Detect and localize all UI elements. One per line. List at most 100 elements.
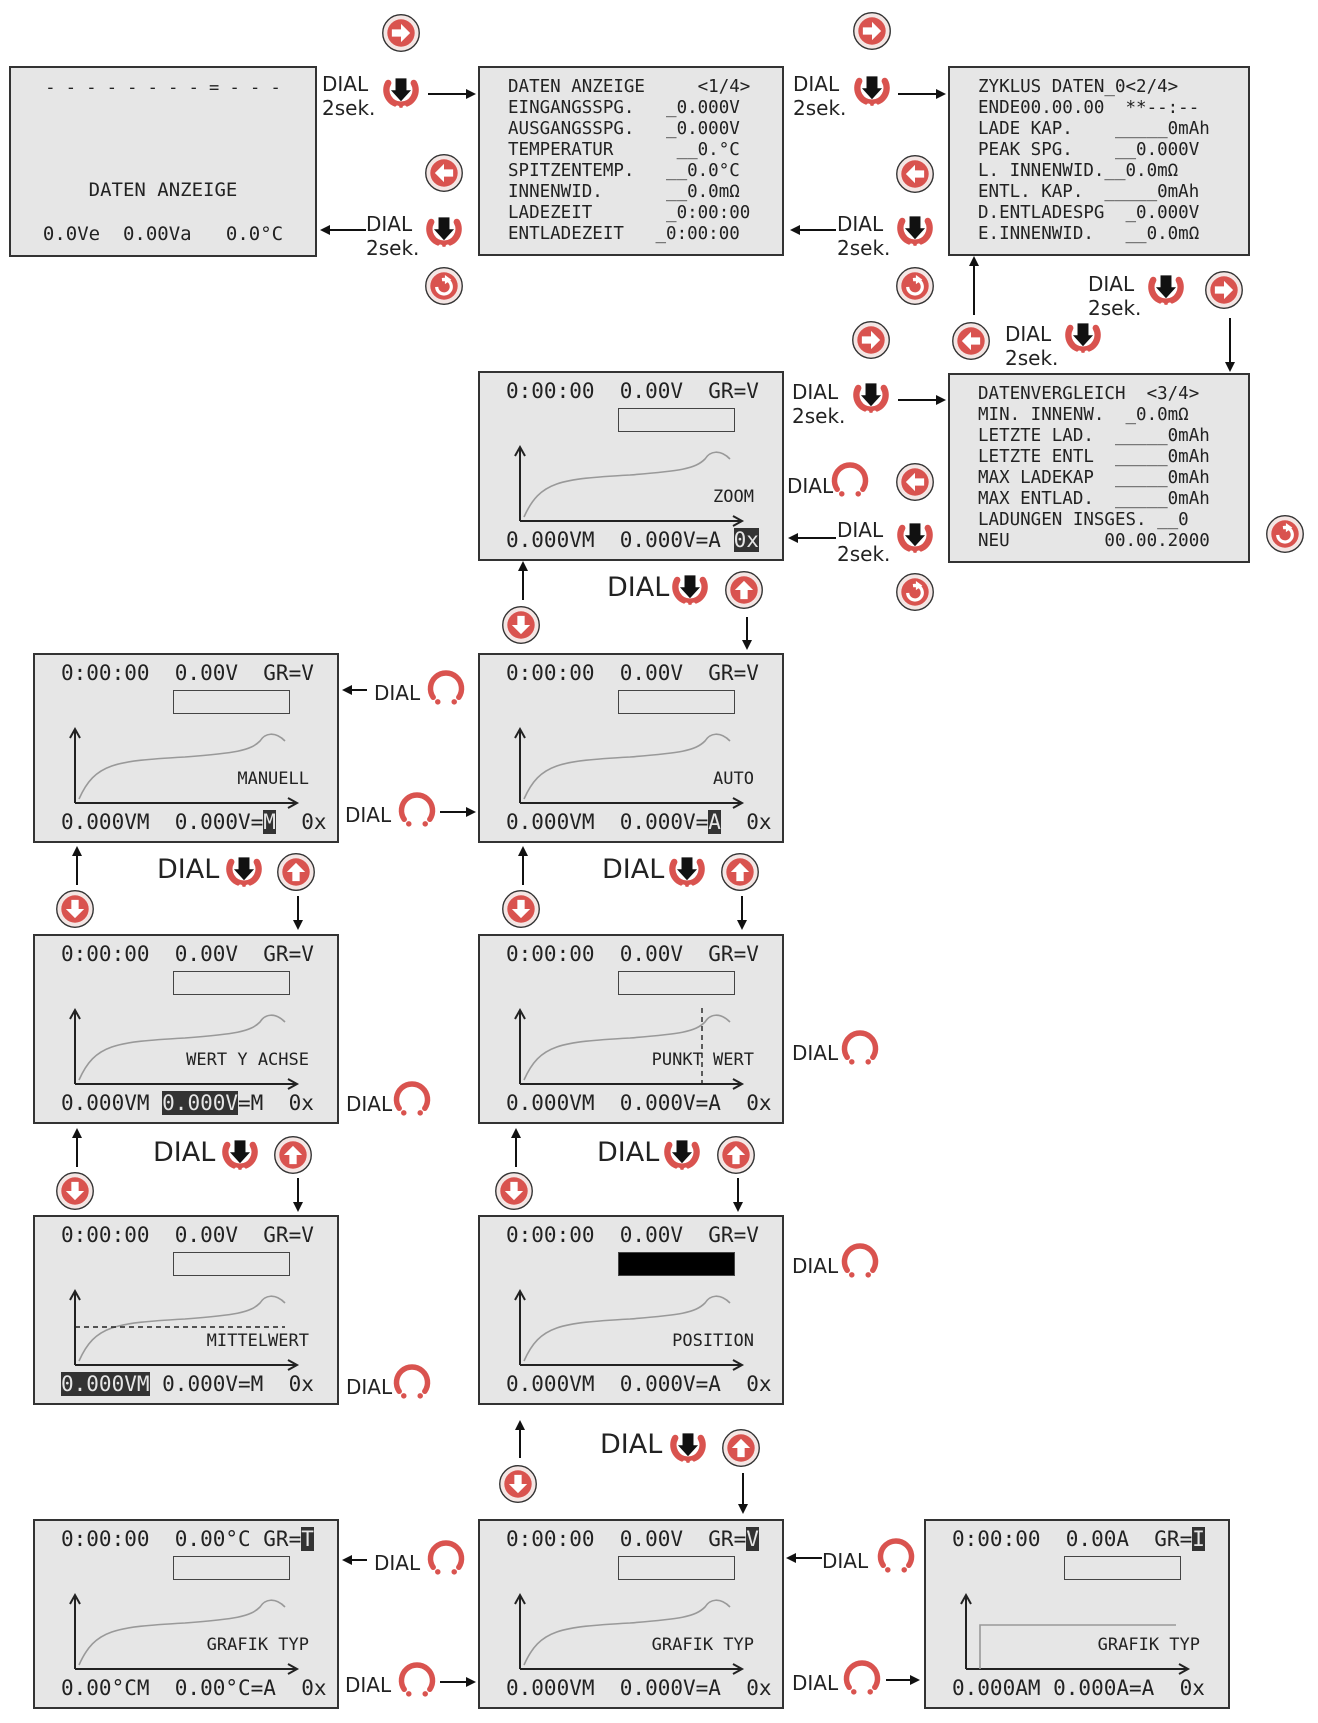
screen-line: AUSGANGSSPG. _0.000V — [508, 119, 740, 139]
arrow-down-icon[interactable] — [500, 604, 542, 646]
highlighted-value: T — [301, 1527, 314, 1551]
arrow-down-icon[interactable] — [500, 888, 542, 930]
graph-axes — [519, 729, 742, 804]
graph-status-line: 0:00:00 0.00V GR=V — [61, 1224, 314, 1246]
screen-line: LADE KAP. _____0mAh — [978, 119, 1210, 139]
graph-curve — [523, 733, 731, 800]
arrow-right-icon[interactable] — [380, 12, 422, 54]
graph-curve — [78, 733, 286, 800]
arrow-up-icon[interactable] — [272, 1134, 314, 1176]
arrow-down-icon[interactable] — [493, 1170, 535, 1212]
dial-press-icon[interactable] — [666, 851, 708, 893]
dial-rotate-icon[interactable] — [396, 1661, 438, 1703]
dial-press-icon[interactable] — [667, 1427, 709, 1469]
dial-press-icon[interactable] — [223, 851, 265, 893]
arrow-left-icon[interactable] — [894, 461, 936, 503]
dial-label: DIAL — [602, 856, 664, 883]
dial-press-icon[interactable] — [1062, 317, 1104, 359]
arrow-left-icon[interactable] — [894, 153, 936, 195]
hold-time-text: 2sek. — [793, 96, 847, 120]
dial-rotate-icon[interactable] — [839, 1029, 881, 1071]
dial-rotate-icon[interactable] — [391, 1363, 433, 1405]
arrow-up-icon[interactable] — [720, 1427, 762, 1469]
dial-rotate-icon[interactable] — [841, 1659, 883, 1701]
axis-arrowheads — [514, 1288, 745, 1371]
arrow-up-icon[interactable] — [275, 851, 317, 893]
return-icon[interactable] — [1264, 513, 1306, 555]
dial-press-icon[interactable] — [894, 517, 936, 559]
graph-curve — [523, 1014, 731, 1081]
graph-status-line: 0:00:00 0.00A GR=I — [952, 1527, 1205, 1551]
highlighted-value: 0.000V — [162, 1091, 239, 1115]
dial-text: DIAL — [793, 72, 840, 96]
dial-rotate-icon[interactable] — [425, 669, 467, 711]
dial-press-icon[interactable] — [423, 211, 465, 253]
dial-text: DIAL — [346, 1375, 393, 1399]
value-text: 0.000V=M 0x — [149, 1372, 314, 1396]
graph-curve — [523, 1599, 731, 1666]
value-text: 0:00:00 0.00°C GR= — [61, 1527, 302, 1551]
arrow-up-icon[interactable] — [715, 1134, 757, 1176]
dial-press-icon[interactable] — [661, 1134, 703, 1176]
graph-axes — [74, 1595, 297, 1670]
return-icon[interactable] — [894, 265, 936, 307]
dial-rotate-icon[interactable] — [839, 1242, 881, 1284]
arrow-down-icon[interactable] — [497, 1463, 539, 1505]
dial-text: DIAL — [374, 1551, 421, 1575]
dial-press-icon[interactable] — [851, 70, 893, 112]
return-icon[interactable] — [894, 571, 936, 613]
value-text: 0:00:00 0.00A GR= — [952, 1527, 1193, 1551]
screen-line: ENDE00.00.00 **--:-- — [978, 98, 1200, 118]
arrow-left-icon[interactable] — [423, 152, 465, 194]
dial-press-icon[interactable] — [1145, 269, 1187, 311]
screen-line: DATENVERGLEICH <3/4> — [978, 384, 1200, 404]
dial-rotate-icon[interactable] — [875, 1537, 917, 1579]
value-text: 0x — [720, 810, 772, 834]
axis-arrowheads — [514, 1007, 745, 1090]
axis-arrowheads — [69, 1007, 300, 1090]
value-text: 0.000VM — [61, 1091, 163, 1115]
value-text: 0:00:00 0.00V GR=V — [61, 661, 314, 685]
dial-press-icon[interactable] — [850, 377, 892, 419]
screen-line: MIN. INNENW. _0.0mΩ — [978, 405, 1189, 425]
graph-axes — [74, 1291, 297, 1366]
graph-plot — [69, 1288, 300, 1371]
arrow-right-icon[interactable] — [1203, 269, 1245, 311]
graph-curve — [78, 1295, 286, 1362]
dial-rotate-icon[interactable] — [425, 1539, 467, 1581]
dial-press-icon[interactable] — [669, 569, 711, 611]
dial-press-icon[interactable] — [380, 72, 422, 114]
return-icon[interactable] — [423, 265, 465, 307]
graph-plot — [514, 1288, 745, 1371]
arrow-down-icon[interactable] — [54, 1170, 96, 1212]
graph-mode-label: GRAFIK TYP — [1097, 1635, 1200, 1655]
graph-value-line: 0.000VM 0.000V=A 0x — [506, 528, 759, 552]
hold-time-text: 2sek. — [322, 96, 376, 120]
screen-line: MAX LADEKAP _____0mAh — [978, 468, 1210, 488]
dial-rotate-icon[interactable] — [396, 791, 438, 833]
arrow-right-icon[interactable] — [851, 10, 893, 52]
dial-rotate-icon[interactable] — [391, 1080, 433, 1122]
dial-rotate-icon[interactable] — [829, 461, 871, 503]
highlighted-value: M — [263, 810, 276, 834]
dial-label: DIAL — [600, 1431, 662, 1458]
dial-label: DIAL — [792, 1671, 838, 1695]
arrow-up-icon[interactable] — [719, 851, 761, 893]
dial-text: DIAL — [1005, 322, 1052, 346]
arrow-right-icon[interactable] — [850, 319, 892, 361]
dial-press-icon[interactable] — [894, 210, 936, 252]
dial-press-icon[interactable] — [219, 1134, 261, 1176]
hold-time-text: 2sek. — [1005, 346, 1059, 370]
graph-axes — [519, 447, 742, 522]
arrow-down-icon[interactable] — [54, 888, 96, 930]
value-text: =M 0x — [238, 1091, 314, 1115]
arrow-up-icon[interactable] — [723, 569, 765, 611]
dial-text: DIAL — [374, 681, 421, 705]
value-box — [618, 1252, 735, 1276]
graph-plot — [514, 726, 745, 809]
arrow-left-icon[interactable] — [950, 320, 992, 362]
